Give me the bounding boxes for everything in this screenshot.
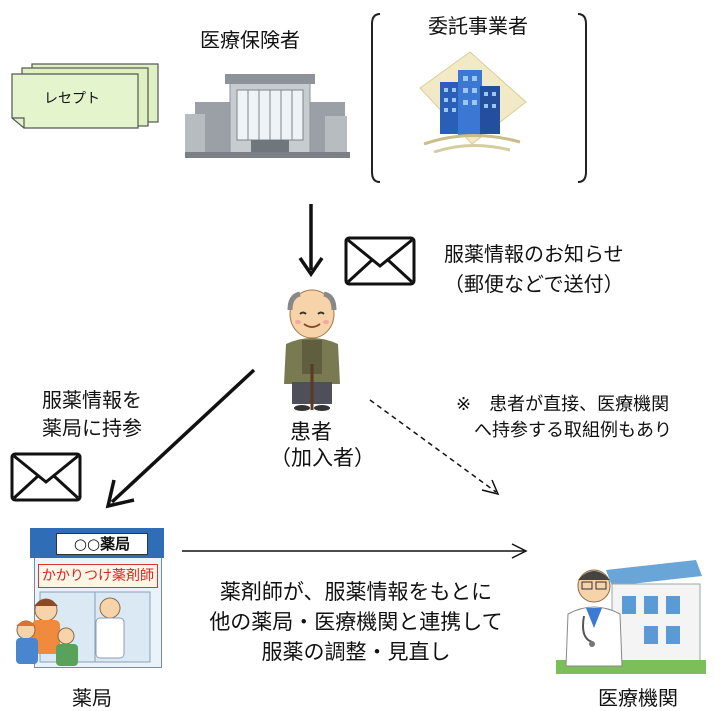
arrow-to-clinic xyxy=(182,543,528,559)
bring-info-line1: 服薬情報を xyxy=(42,388,142,412)
pharmacy-people-icon xyxy=(16,591,151,666)
contractor-bracket xyxy=(371,13,587,183)
dashed-arrow-to-clinic xyxy=(369,399,500,496)
clinic-doctor-icon xyxy=(556,560,706,674)
pharmacy-banner: かかりつけ薬剤師 xyxy=(38,564,158,588)
note-line1: ※ 患者が直接、医療機関 xyxy=(456,394,670,415)
pharmacy-sign: ○○薬局 xyxy=(56,533,148,555)
office-building-icon xyxy=(185,74,350,158)
receipt-label: レセプト xyxy=(44,91,100,107)
insurer-label: 医療保険者 xyxy=(200,28,300,52)
patient-line2: （加入者） xyxy=(270,446,375,470)
bring-info-line2: 薬局に持参 xyxy=(42,416,142,440)
envelope-icon xyxy=(344,236,416,286)
receipt-stack-icon xyxy=(11,63,159,129)
contractor-label: 委託事業者 xyxy=(428,14,528,38)
arrow-to-pharmacy xyxy=(105,368,256,509)
note-line2: へ持参する取組例もあり xyxy=(474,420,672,441)
collaboration-line3: 服薬の調整・見直し xyxy=(261,640,451,664)
patient-line1: 患者 xyxy=(290,420,332,444)
envelope-icon-pharmacy xyxy=(10,452,82,502)
arrow-down-to-patient xyxy=(298,204,324,278)
city-buildings-icon xyxy=(419,51,527,154)
pharmacy-label: 薬局 xyxy=(72,686,112,710)
notice-line1: 服薬情報のお知らせ xyxy=(444,242,624,266)
collaboration-line1: 薬剤師が、服薬情報をもとに xyxy=(219,580,493,604)
notice-line2: （郵便などで送付） xyxy=(444,272,624,296)
elderly-patient-icon xyxy=(284,289,340,411)
collaboration-line2: 他の薬局・医療機関と連携して xyxy=(209,610,503,634)
clinic-label: 医療機関 xyxy=(598,686,678,710)
